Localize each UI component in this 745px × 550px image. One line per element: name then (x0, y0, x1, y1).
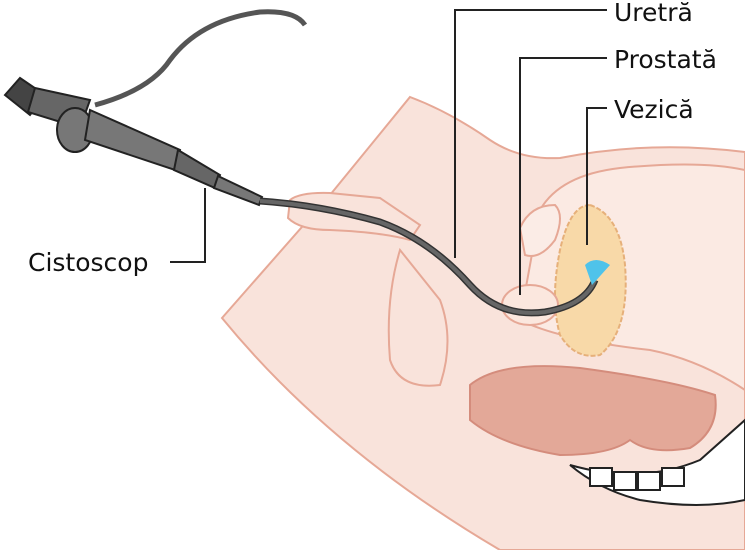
urethra-leader-line (454, 9, 607, 258)
spine (569, 418, 745, 506)
label-bladder: Vezică (614, 95, 694, 124)
label-prostate: Prostată (614, 45, 717, 74)
rectum (469, 365, 717, 457)
prostate (501, 284, 559, 326)
label-urethra: Uretră (614, 0, 693, 27)
prostate-leader-line (519, 57, 607, 295)
pubic-bone (518, 203, 561, 257)
bladder-leader-line (586, 107, 607, 245)
bladder (554, 203, 627, 357)
light-cable (94, 9, 308, 108)
cystoscope-leader-line (170, 188, 206, 263)
light-beam (585, 260, 610, 285)
scrotum (387, 247, 449, 387)
cystoscope-instrument (3, 76, 264, 207)
label-cystoscope: Cistoscop (28, 248, 149, 277)
